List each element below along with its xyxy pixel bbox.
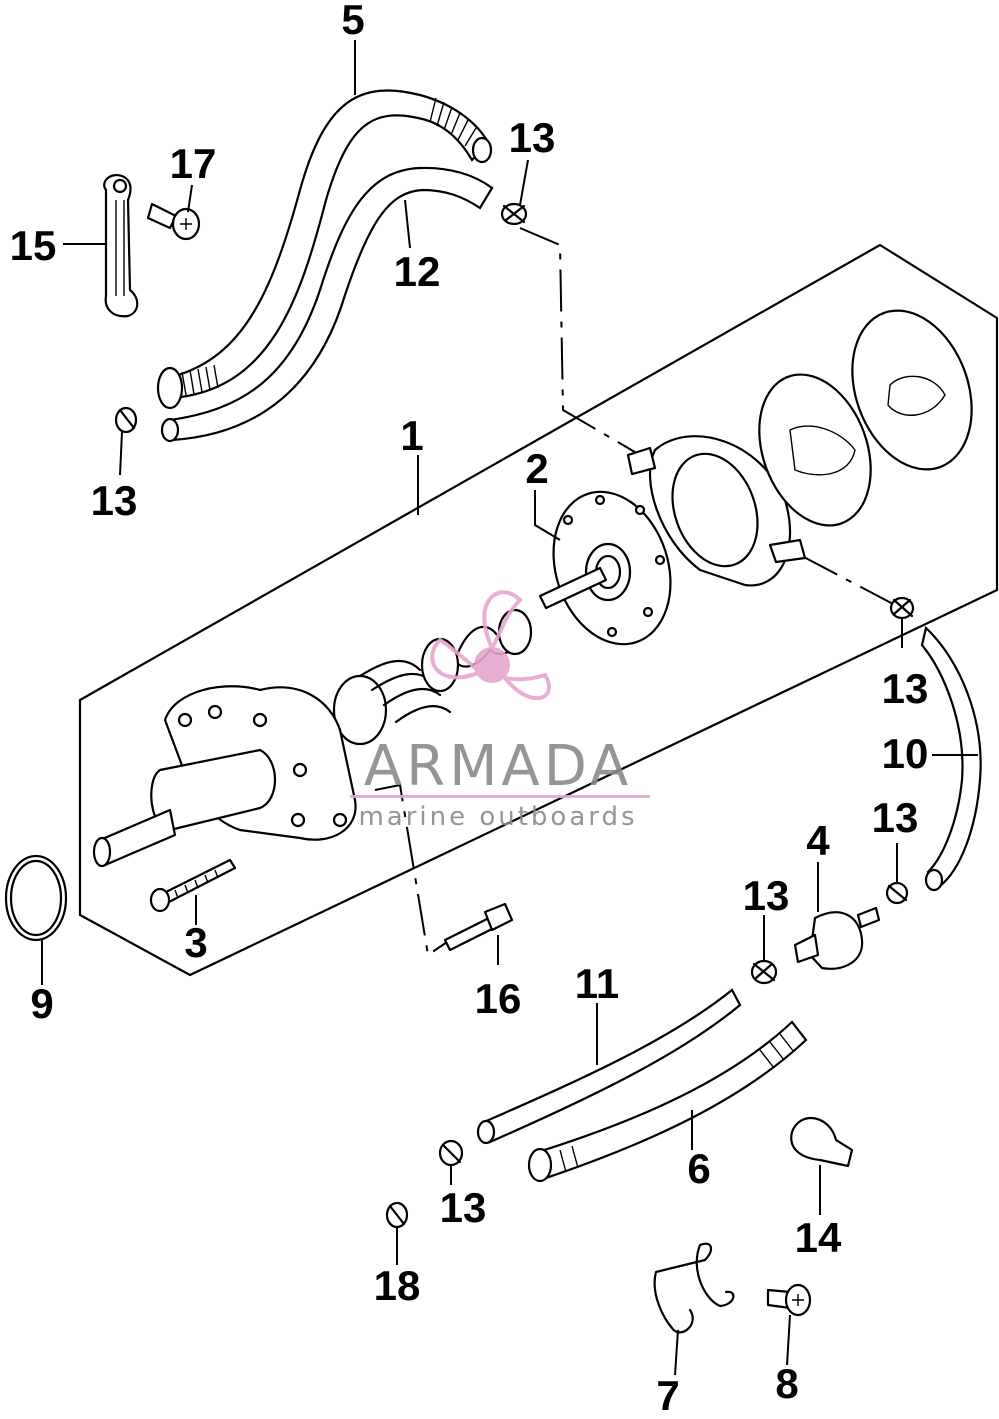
callout-part-8: 8 bbox=[775, 1360, 798, 1407]
part-8-screw bbox=[766, 1283, 812, 1317]
part-2-diaphragm bbox=[538, 490, 672, 646]
part-10-hose bbox=[920, 625, 982, 892]
part-4-fuel-filter bbox=[793, 906, 881, 970]
part-15-bracket bbox=[103, 174, 139, 318]
part-13-clip-right-lower bbox=[885, 881, 909, 905]
callout-part-2: 2 bbox=[525, 445, 548, 492]
part-13-clip-top bbox=[500, 202, 528, 226]
callout-part-11: 11 bbox=[575, 960, 619, 1007]
part-13-clip-right-upper bbox=[889, 596, 915, 620]
callout-part-12: 12 bbox=[394, 248, 441, 295]
callout-part-17: 17 bbox=[170, 140, 217, 187]
callout-part-16: 16 bbox=[475, 975, 522, 1022]
callout-part-13-top: 13 bbox=[509, 114, 556, 161]
part-13-clip-left bbox=[114, 406, 138, 434]
part-16-bolt bbox=[443, 902, 514, 952]
assembly-outline bbox=[78, 243, 999, 977]
callout-part-5: 5 bbox=[341, 0, 364, 43]
callout-part-13-right-lower: 13 bbox=[872, 794, 919, 841]
callout-part-3: 3 bbox=[184, 919, 207, 966]
pump-housing bbox=[92, 685, 357, 868]
part-17-screw bbox=[146, 202, 201, 241]
part-5-corrugated-hose bbox=[156, 89, 493, 410]
callout-part-15: 15 bbox=[10, 222, 57, 269]
callout-part-7: 7 bbox=[656, 1372, 679, 1419]
callout-part-13-bottom: 13 bbox=[440, 1184, 487, 1231]
alignment-line-right bbox=[799, 554, 896, 606]
callout-part-14: 14 bbox=[795, 1214, 842, 1261]
part-9-o-ring bbox=[4, 854, 68, 942]
propeller-logo bbox=[430, 590, 551, 701]
part-12-fuel-hose bbox=[160, 166, 494, 443]
part-11-hose bbox=[476, 988, 742, 1145]
spring-large bbox=[332, 637, 460, 746]
alignment-line-top bbox=[519, 227, 641, 456]
watermark-brand: ARMADA bbox=[364, 734, 632, 799]
part-18-clip bbox=[385, 1201, 409, 1229]
callout-part-18: 18 bbox=[374, 1262, 421, 1309]
callout-labels: 5 13 17 15 12 1 2 13 13 10 13 4 13 3 16 … bbox=[10, 0, 929, 1419]
callout-part-6: 6 bbox=[687, 1145, 710, 1192]
part-14-clamp bbox=[790, 1116, 854, 1168]
part-7-spring-clip bbox=[653, 1242, 735, 1334]
callout-part-13-right-upper: 13 bbox=[882, 665, 929, 712]
leader-lines bbox=[41, 40, 978, 1376]
part-13-clip-middle bbox=[750, 959, 778, 985]
watermark-tagline: marine outboards bbox=[358, 802, 637, 832]
pump-body bbox=[626, 435, 807, 587]
watermark: ARMADA marine outboards bbox=[350, 590, 650, 832]
callout-part-1: 1 bbox=[400, 412, 423, 459]
alignment-line-bolt bbox=[374, 783, 451, 957]
gasket bbox=[758, 373, 872, 527]
pump-cover bbox=[851, 309, 973, 471]
part-6-corrugated-hose bbox=[527, 1020, 808, 1183]
callout-part-10: 10 bbox=[882, 730, 929, 777]
callout-part-13-left: 13 bbox=[91, 477, 138, 524]
watermark-underline bbox=[350, 795, 650, 798]
callout-part-9: 9 bbox=[30, 980, 53, 1027]
callout-part-4: 4 bbox=[806, 817, 830, 864]
part-13-clip-bottom bbox=[438, 1139, 464, 1167]
callout-part-13-middle: 13 bbox=[743, 872, 790, 919]
part-3-screw bbox=[149, 858, 237, 913]
